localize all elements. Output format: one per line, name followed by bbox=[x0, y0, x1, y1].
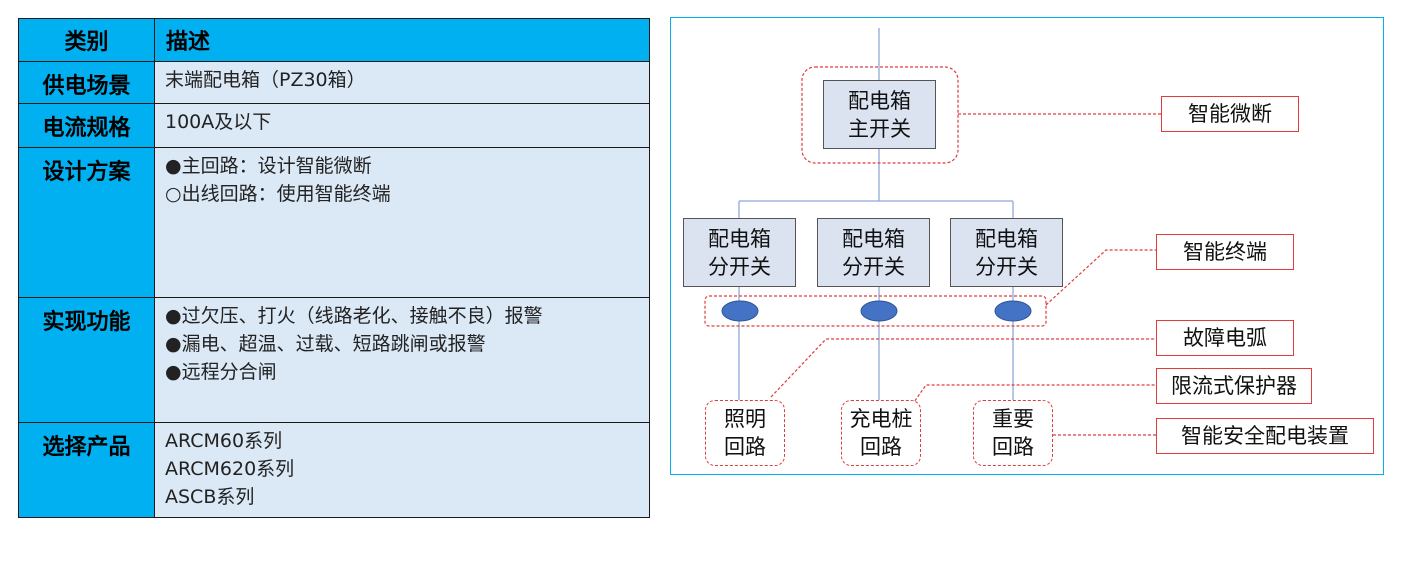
node-label: 分开关 bbox=[842, 254, 905, 279]
sensor-marker bbox=[994, 300, 1032, 322]
branch-switch-box: 配电箱 分开关 bbox=[950, 218, 1063, 287]
callout-fault-arc: 故障电弧 bbox=[1156, 320, 1294, 356]
description-line: ASCB系列 bbox=[165, 486, 255, 508]
sensor-marker bbox=[721, 300, 759, 322]
sensor-marker bbox=[860, 300, 898, 322]
node-label: 分开关 bbox=[708, 254, 771, 279]
node-label: 配电箱 bbox=[708, 226, 771, 251]
row-category: 设计方案 bbox=[18, 147, 155, 298]
circuit-label: 回路 bbox=[860, 435, 902, 459]
node-label: 配电箱 bbox=[975, 226, 1038, 251]
description-line: ARCM620系列 bbox=[165, 458, 295, 480]
circuit-label: 重要 bbox=[992, 407, 1034, 431]
description-line: ●主回路：设计智能微断 bbox=[165, 155, 372, 177]
main-switch-box: 配电箱 主开关 bbox=[823, 80, 936, 149]
table-row: 选择产品 ARCM60系列 ARCM620系列 ASCB系列 bbox=[18, 422, 650, 518]
description-line: ARCM60系列 bbox=[165, 430, 283, 452]
description-line: 末端配电箱（PZ30箱） bbox=[165, 69, 366, 91]
circuit-label: 充电桩 bbox=[849, 407, 913, 431]
row-category: 选择产品 bbox=[18, 422, 155, 518]
callout-smart-breaker: 智能微断 bbox=[1161, 96, 1299, 132]
header-description: 描述 bbox=[154, 18, 650, 62]
table-row: 设计方案 ●主回路：设计智能微断 ○出线回路：使用智能终端 bbox=[18, 147, 650, 298]
node-label: 配电箱 bbox=[842, 226, 905, 251]
description-line: ●漏电、超温、过载、短路跳闸或报警 bbox=[165, 333, 486, 355]
row-description: ●过欠压、打火（线路老化、接触不良）报警 ●漏电、超温、过载、短路跳闸或报警 ●… bbox=[154, 297, 650, 423]
callout-safety-device: 智能安全配电装置 bbox=[1156, 418, 1374, 454]
row-description: 100A及以下 bbox=[154, 103, 650, 148]
callout-current-limit: 限流式保护器 bbox=[1156, 368, 1312, 404]
row-category: 电流规格 bbox=[18, 103, 155, 148]
node-label: 配电箱 bbox=[848, 88, 911, 113]
row-category: 实现功能 bbox=[18, 297, 155, 423]
lighting-circuit: 照明 回路 bbox=[705, 400, 785, 466]
row-description: ●主回路：设计智能微断 ○出线回路：使用智能终端 bbox=[154, 147, 650, 298]
description-line: ●远程分合闸 bbox=[165, 361, 277, 383]
description-line: ●过欠压、打火（线路老化、接触不良）报警 bbox=[165, 305, 543, 327]
header-category: 类别 bbox=[18, 18, 155, 62]
branch-switch-box: 配电箱 分开关 bbox=[817, 218, 930, 287]
charging-pile-circuit: 充电桩 回路 bbox=[841, 400, 921, 466]
circuit-label: 回路 bbox=[724, 435, 766, 459]
description-line: 100A及以下 bbox=[165, 111, 272, 133]
important-circuit: 重要 回路 bbox=[973, 400, 1053, 466]
node-label: 主开关 bbox=[848, 116, 911, 141]
info-table: 类别 描述 供电场景 末端配电箱（PZ30箱） 电流规格 100A及以下 设计方… bbox=[18, 18, 650, 518]
row-description: 末端配电箱（PZ30箱） bbox=[154, 61, 650, 104]
main-switch-highlight bbox=[801, 66, 959, 164]
row-description: ARCM60系列 ARCM620系列 ASCB系列 bbox=[154, 422, 650, 518]
circuit-label: 照明 bbox=[724, 407, 766, 431]
branch-switch-box: 配电箱 分开关 bbox=[683, 218, 796, 287]
description-line: ○出线回路：使用智能终端 bbox=[165, 183, 391, 205]
leader-current-limit bbox=[911, 384, 1156, 406]
circuit-label: 回路 bbox=[992, 435, 1034, 459]
table-header-row: 类别 描述 bbox=[18, 18, 650, 62]
table-row: 供电场景 末端配电箱（PZ30箱） bbox=[18, 61, 650, 104]
callout-smart-terminal: 智能终端 bbox=[1156, 234, 1294, 270]
leader-smart-terminal bbox=[1045, 249, 1156, 306]
table-row: 电流规格 100A及以下 bbox=[18, 103, 650, 148]
node-label: 分开关 bbox=[975, 254, 1038, 279]
sensor-row-highlight bbox=[704, 295, 1047, 327]
leader-fault-arc bbox=[770, 338, 1156, 398]
table-row: 实现功能 ●过欠压、打火（线路老化、接触不良）报警 ●漏电、超温、过载、短路跳闸… bbox=[18, 297, 650, 423]
